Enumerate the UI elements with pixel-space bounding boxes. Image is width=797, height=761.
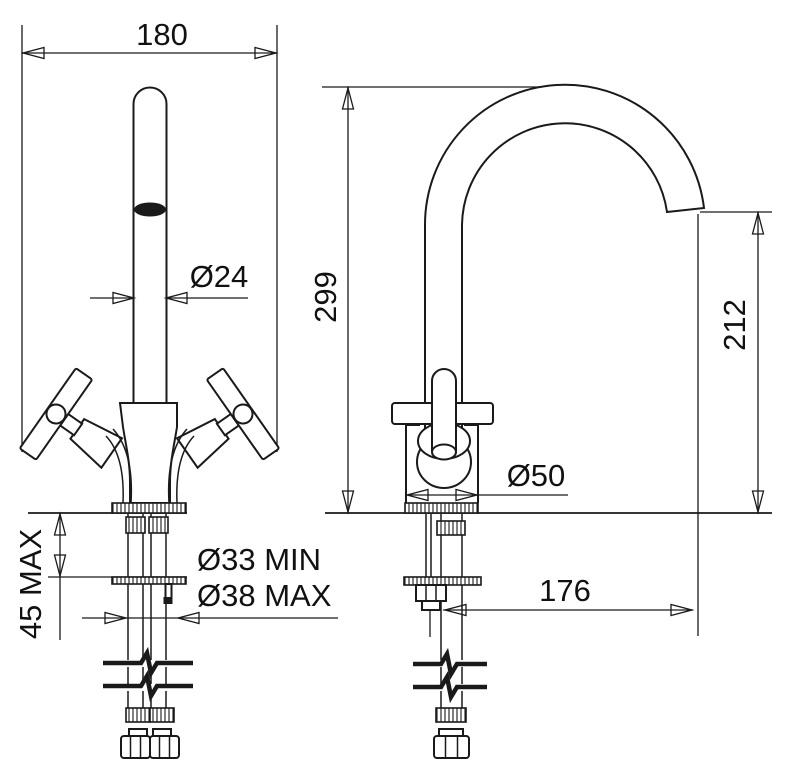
aerator-outlet xyxy=(134,202,166,217)
hose-ring xyxy=(128,728,148,737)
hose-ring xyxy=(438,728,464,737)
dim-mounting-hole: Ø33 MIN Ø38 MAX xyxy=(82,542,338,625)
mounting-stud-pin xyxy=(164,583,173,599)
dim-spout-reach-label: 176 xyxy=(539,573,591,608)
dim-spout-reach: 176 xyxy=(443,214,699,636)
hose-coupling xyxy=(436,520,466,536)
body-fairing xyxy=(167,428,188,504)
break-line xyxy=(103,646,193,680)
break-line xyxy=(103,669,193,703)
spout-tube-front xyxy=(132,86,168,403)
body-fairing xyxy=(176,435,195,504)
body-fairing xyxy=(105,435,124,504)
hose-ferrule xyxy=(435,707,467,723)
dim-base-diameter-label: Ø50 xyxy=(507,458,566,493)
threaded-stud-side xyxy=(425,514,432,577)
dim-overall-height: 299 xyxy=(308,86,563,513)
handle-left xyxy=(19,367,124,470)
dim-overall-height-label: 299 xyxy=(308,271,343,323)
dim-spout-diameter-label: Ø24 xyxy=(190,259,249,294)
mounting-washer-front xyxy=(111,576,187,585)
break-line xyxy=(413,647,487,681)
handle-side-pin-end xyxy=(431,443,457,461)
supply-pipes-front xyxy=(127,667,167,684)
mounting-stud-tip xyxy=(163,597,173,604)
handle-right xyxy=(175,367,280,470)
hose-nut-front xyxy=(120,735,180,759)
mounting-flange-side xyxy=(404,502,479,514)
supply-pipes-front xyxy=(127,514,167,660)
tap-body-side xyxy=(405,424,479,503)
supply-pipes-front xyxy=(127,691,167,708)
mounting-washer-side xyxy=(403,576,482,586)
dim-overall-width-label: 180 xyxy=(136,17,188,52)
supply-hose-side xyxy=(440,667,463,708)
body-fairing xyxy=(112,428,133,504)
hose-ferrule xyxy=(149,707,175,723)
handle-side-pin xyxy=(431,368,457,452)
hose-nut-side xyxy=(433,735,470,759)
hose-ferrule xyxy=(125,707,151,723)
dim-hole-min-label: Ø33 MIN xyxy=(197,542,321,577)
handle-left-hub xyxy=(45,403,67,425)
handle-right-hub xyxy=(232,403,254,425)
mounting-flange-front xyxy=(111,502,187,514)
dim-spout-diameter: Ø24 xyxy=(90,259,249,305)
dim-overall-width: 180 xyxy=(21,17,278,452)
dim-outlet-height: 212 xyxy=(700,211,772,513)
dim-deck-thickness-label: 45 MAX xyxy=(13,529,48,640)
front-view: 180 Ø24 xyxy=(13,17,338,759)
mounting-nut-side xyxy=(415,584,447,611)
break-line xyxy=(413,670,487,704)
pipe-nut xyxy=(125,516,146,534)
dim-base-diameter: Ø50 xyxy=(406,458,568,502)
hose-ring xyxy=(152,728,172,737)
side-view: 299 Ø50 xyxy=(308,83,772,759)
pipe-nut xyxy=(148,516,169,534)
dim-outlet-height-label: 212 xyxy=(717,299,752,351)
dim-hole-max-label: Ø38 MAX xyxy=(197,578,332,613)
dim-deck-thickness: 45 MAX xyxy=(13,513,67,640)
